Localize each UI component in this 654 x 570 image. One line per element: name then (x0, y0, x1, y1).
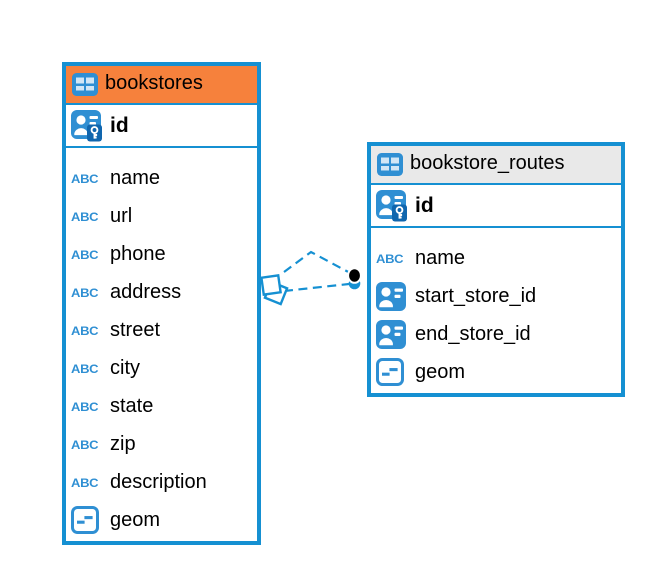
foreign-key-icon (376, 319, 410, 349)
geometry-icon (376, 358, 410, 386)
column-row-id[interactable]: id (66, 105, 257, 146)
column-name: state (110, 394, 154, 417)
relation-line-lower[interactable] (283, 282, 350, 293)
column-name: phone (110, 242, 166, 265)
text-icon: ABC (71, 436, 99, 452)
column-row-state[interactable]: ABC state (66, 387, 257, 425)
column-row-geom[interactable]: geom (66, 501, 257, 539)
column-row-id[interactable]: id (371, 185, 621, 226)
column-row-name[interactable]: ABC name (66, 159, 257, 197)
column-name: geom (110, 508, 161, 531)
text-icon: ABC (71, 284, 99, 300)
relation-line-upper[interactable] (283, 250, 353, 275)
column-name: zip (110, 432, 136, 455)
primary-key-icon (376, 189, 410, 222)
relation-endpoint-squares-icon[interactable] (260, 274, 289, 306)
relation-endpoint-dot-icon[interactable] (347, 267, 362, 290)
geometry-icon (71, 506, 105, 534)
column-name: description (110, 470, 207, 493)
column-row-name[interactable]: ABC name (371, 239, 621, 277)
column-row-start_store_id[interactable]: start_store_id (371, 277, 621, 315)
text-icon: ABC (71, 398, 99, 414)
column-name: id (110, 113, 129, 137)
column-row-address[interactable]: ABC address (66, 273, 257, 311)
table-title: bookstore_routes (410, 152, 565, 174)
column-name: street (110, 318, 161, 341)
column-name: name (415, 246, 466, 269)
column-name: start_store_id (415, 284, 537, 307)
text-icon: ABC (71, 170, 99, 186)
column-row-zip[interactable]: ABC zip (66, 425, 257, 463)
column-name: url (110, 204, 133, 227)
text-icon: ABC (71, 246, 99, 262)
text-icon: ABC (376, 250, 404, 266)
table-title: bookstores (105, 72, 203, 94)
column-row-phone[interactable]: ABC phone (66, 235, 257, 273)
text-icon: ABC (71, 474, 99, 490)
table-header[interactable]: bookstore_routes (371, 146, 621, 185)
key-columns-section: id (66, 105, 257, 148)
foreign-key-icon (376, 281, 410, 311)
column-row-end_store_id[interactable]: end_store_id (371, 315, 621, 353)
primary-key-icon (71, 109, 105, 142)
column-row-geom[interactable]: geom (371, 353, 621, 391)
text-icon: ABC (71, 322, 99, 338)
column-name: city (110, 356, 140, 379)
table-icon (377, 153, 403, 176)
column-name: address (110, 280, 182, 303)
column-name: geom (415, 360, 466, 383)
text-icon: ABC (71, 360, 99, 376)
text-icon: ABC (71, 208, 99, 224)
column-name: name (110, 166, 161, 189)
table-bookstore-routes[interactable]: bookstore_routes id ABC name start_store_i… (367, 142, 625, 397)
table-icon (72, 73, 98, 96)
column-row-street[interactable]: ABC street (66, 311, 257, 349)
column-row-description[interactable]: ABC description (66, 463, 257, 501)
table-header[interactable]: bookstores (66, 66, 257, 105)
column-row-url[interactable]: ABC url (66, 197, 257, 235)
column-name: end_store_id (415, 322, 531, 345)
column-name: id (415, 193, 434, 217)
key-columns-section: id (371, 185, 621, 228)
column-row-city[interactable]: ABC city (66, 349, 257, 387)
